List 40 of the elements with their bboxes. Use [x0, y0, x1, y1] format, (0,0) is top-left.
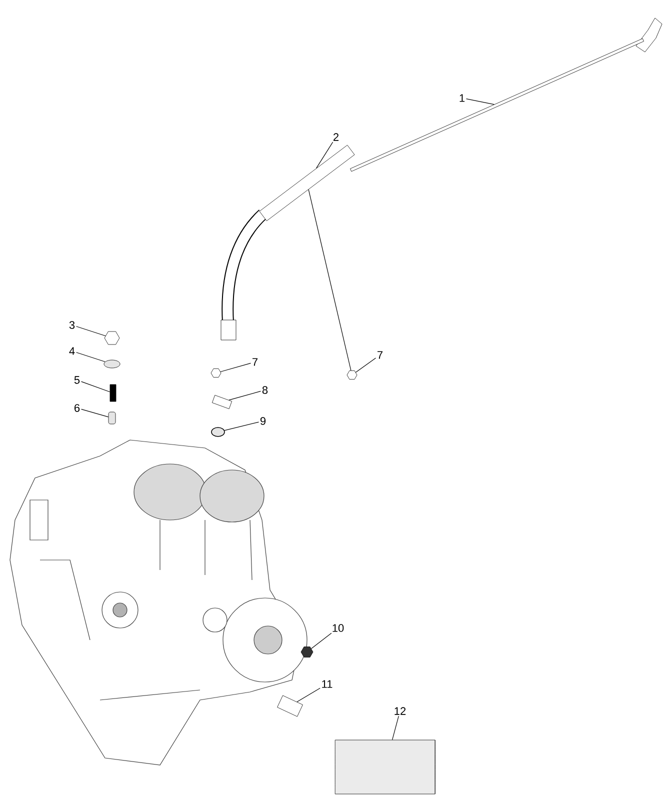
dipstick-drawing	[350, 18, 662, 172]
leader-line	[296, 688, 320, 702]
pin	[108, 412, 116, 424]
leader-line	[466, 98, 494, 105]
bolt-drawing	[210, 368, 222, 378]
callout-number: 7	[252, 358, 258, 366]
callout-number: 5	[74, 376, 80, 384]
callout-number: 10	[332, 624, 344, 632]
leader-line	[76, 326, 106, 336]
callout-number: 7	[378, 351, 383, 359]
leader-line	[76, 352, 106, 362]
callout-number: 3	[69, 321, 75, 329]
callout-number: 4	[69, 347, 75, 355]
washer	[104, 360, 120, 368]
callout-number: 9	[260, 417, 266, 425]
callout-number: 12	[394, 707, 406, 715]
spring	[110, 384, 116, 402]
callout-number: 2	[334, 133, 339, 141]
leader-line	[316, 142, 334, 169]
callout-number: 11	[322, 680, 332, 688]
dipstick-tube-drawing	[220, 144, 355, 340]
callout-number: 6	[74, 404, 80, 412]
fitting-drawing	[277, 695, 303, 717]
o-ring	[211, 427, 225, 437]
leader-line	[392, 716, 399, 740]
leader-line	[308, 189, 352, 371]
bolt-drawing	[346, 370, 358, 380]
callout-number: 1	[460, 94, 465, 102]
callout-number: 8	[262, 386, 268, 394]
oil-filter	[334, 740, 436, 794]
leader-line	[80, 408, 109, 418]
bolt-drawing	[104, 331, 120, 345]
leader-line	[228, 390, 262, 400]
leader-line	[311, 632, 332, 649]
leader-line	[80, 381, 110, 392]
leader-line	[220, 362, 252, 372]
bracket-drawing	[212, 394, 232, 410]
nut-drawing	[300, 646, 314, 658]
leader-line	[355, 358, 376, 373]
leader-line	[224, 422, 260, 431]
